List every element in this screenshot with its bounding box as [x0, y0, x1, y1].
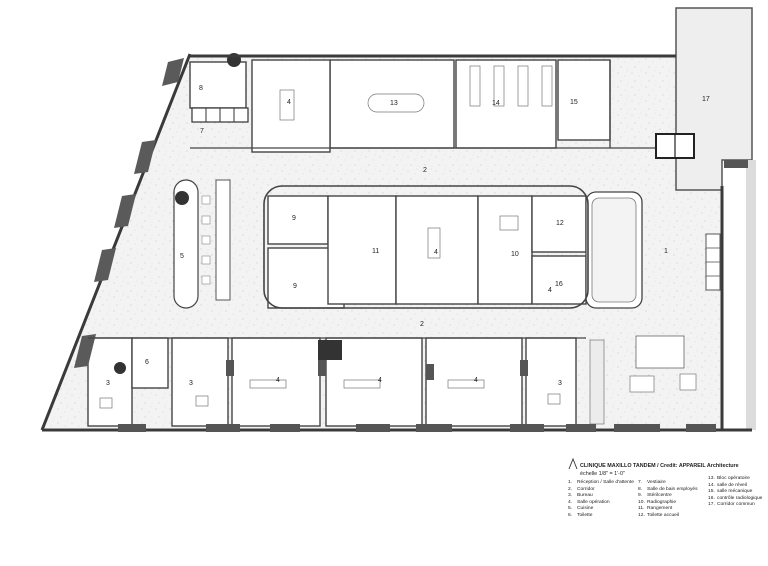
- room-9a: [267, 195, 329, 245]
- legend-item: 7.Vestiaire: [638, 480, 666, 485]
- floor-plan: 1 2 2 3 3 3 4 4 4 4 4 4 5 6 7 8 9 9 10 1…: [40, 7, 756, 432]
- legend-title: CLINIQUE MAXILLO TANDEM / Credit: APPARE…: [580, 463, 739, 469]
- legend-item: 3.Bureau: [568, 493, 593, 499]
- legend-item: 16.contrôle radiologique: [708, 495, 763, 501]
- legend-item: 10.Radiographie: [638, 499, 677, 505]
- legend-column-2: 7.Vestiaire 8.Salle de bain employés 9.S…: [638, 480, 698, 520]
- room-number: 15: [570, 99, 578, 106]
- legend-item: 2.Corridor: [568, 486, 595, 492]
- north-arrow-icon: [568, 458, 578, 470]
- room-number: 3: [189, 380, 193, 387]
- legend-item: 17.Corridor commun: [708, 502, 755, 508]
- room-3-left: [87, 337, 133, 427]
- room-10: [477, 195, 533, 305]
- legend-item: 9.Stérilcentre: [638, 493, 672, 499]
- legend-item: 15.salle mécanique: [708, 489, 753, 495]
- room-number: 11: [372, 248, 379, 255]
- room-number: 2: [423, 167, 427, 174]
- legend-item: 6.Toilette: [568, 512, 593, 518]
- room-number: 1: [664, 248, 668, 255]
- room-labels: 1 2 2 3 3 3 4 4 4 4 4 4 5 6 7 8 9 9 10 1…: [106, 85, 710, 387]
- room-number: 3: [558, 380, 562, 387]
- room-8: [189, 61, 247, 109]
- room-number: 8: [199, 85, 203, 92]
- room-number: 7: [200, 128, 204, 135]
- room-number: 10: [511, 251, 519, 258]
- legend-item: 14.salle de réveil: [708, 482, 747, 488]
- legend-item: 11.Rangement: [638, 506, 673, 512]
- room-number: 9: [292, 215, 296, 222]
- legend-scale: échelle 1/8" = 1'-0": [580, 471, 625, 477]
- room-number: 14: [492, 100, 500, 107]
- room-number: 12: [556, 220, 564, 227]
- room-11: [327, 195, 397, 305]
- legend-item: 8.Salle de bain employés: [638, 486, 698, 492]
- room-number: 4: [474, 377, 478, 384]
- room-number: 3: [106, 380, 110, 387]
- legend-item: 5.Cuisine: [568, 506, 594, 512]
- legend-item: 1.Réception / Salle d'attente: [568, 480, 634, 485]
- room-number: 2: [420, 321, 424, 328]
- legend-item: 13.Bloc opératoire: [708, 476, 750, 481]
- room-6: [131, 337, 169, 389]
- room-16: [531, 255, 587, 305]
- room-3-b: [171, 337, 229, 427]
- room-number: 9: [293, 283, 297, 290]
- legend-item: 4.Salle opération: [568, 499, 610, 505]
- legend-column-1: 1.Réception / Salle d'attente 2.Corridor…: [568, 480, 634, 520]
- room-number: 6: [145, 359, 149, 366]
- room-number: 13: [390, 100, 398, 107]
- room-number: 4: [548, 287, 552, 294]
- plan-legend: CLINIQUE MAXILLO TANDEM / Credit: APPARE…: [566, 458, 762, 562]
- room-number: 4: [378, 377, 382, 384]
- legend-column-3: 13.Bloc opératoire 14.salle de réveil 15…: [708, 476, 762, 509]
- room-12: [531, 195, 587, 253]
- room-number: 5: [180, 253, 184, 260]
- room-number: 4: [434, 249, 438, 256]
- room-number: 4: [276, 377, 280, 384]
- room-number: 17: [702, 96, 710, 103]
- room-4-bl: [231, 337, 321, 427]
- room-number: 16: [555, 281, 563, 288]
- room-number: 4: [287, 99, 291, 106]
- room-15: [557, 59, 611, 141]
- legend-item: 12.Toilette accueil: [638, 512, 680, 518]
- room-3-right: [525, 337, 577, 427]
